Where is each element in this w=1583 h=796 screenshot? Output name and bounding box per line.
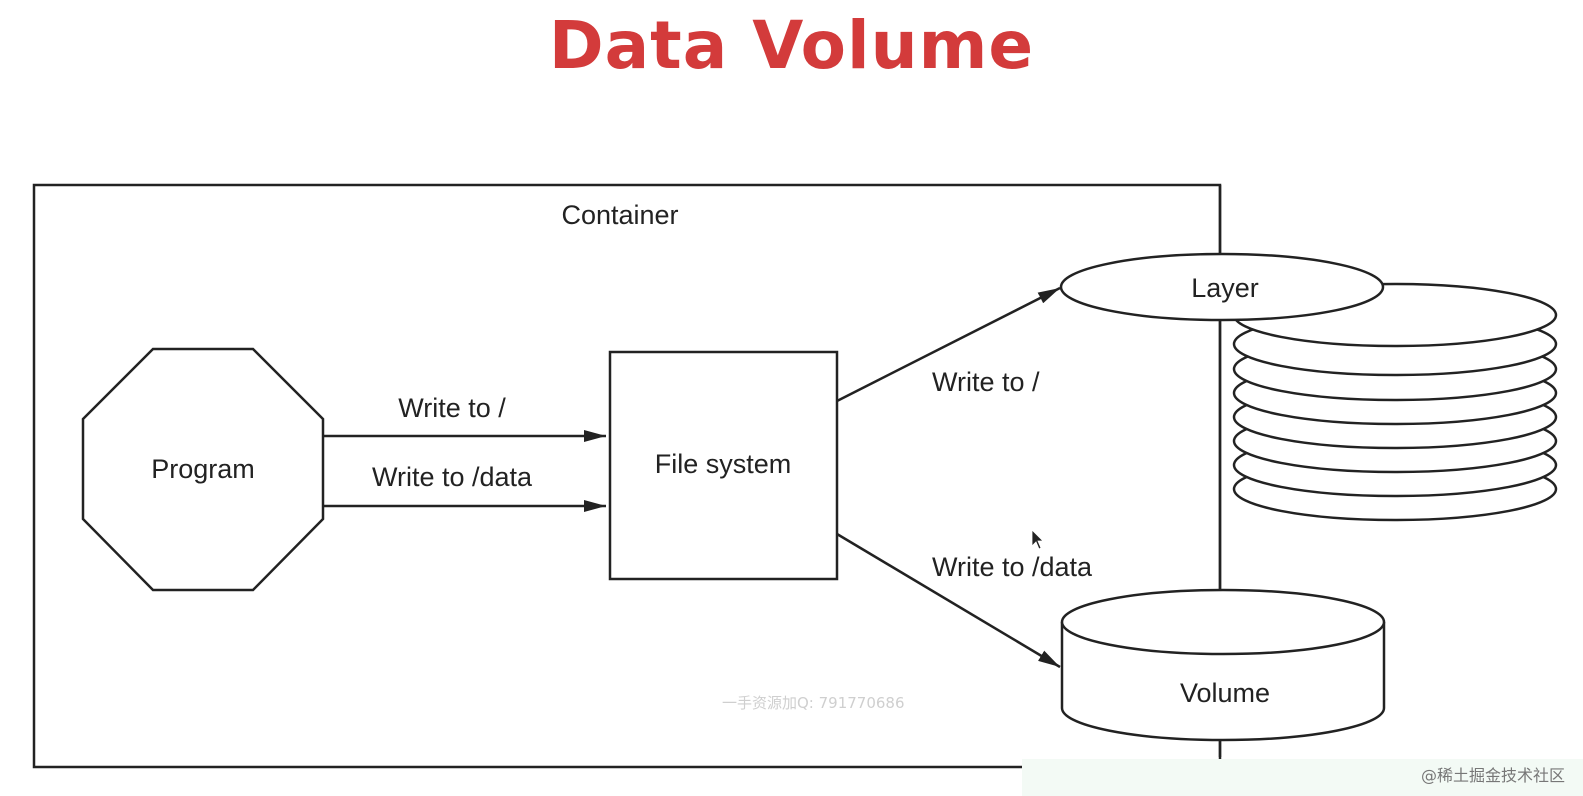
page-title: Data Volume [548,7,1035,84]
filesystem-label: File system [655,449,792,479]
edge-label-program-root: Write to / [398,393,506,423]
mouse-cursor-icon [1031,529,1044,550]
volume-cylinder [1060,588,1386,742]
arrow-fs-to-layer [836,286,1061,403]
layer-stack [1232,282,1558,522]
program-octagon [81,347,325,592]
filesystem-box [608,350,839,581]
footer-band [1022,759,1583,796]
program-label: Program [151,454,255,484]
credit-text: @稀土掘金技术社区 [1420,766,1565,785]
layer-label: Layer [1191,273,1259,303]
edge-label-fs-layer: Write to / [932,367,1040,397]
edge-label-fs-volume: Write to /data [932,552,1093,582]
volume-label: Volume [1180,678,1270,708]
edge-label-program-data: Write to /data [372,462,533,492]
watermark-text: 一手资源加Q: 791770686 [722,694,905,712]
layer-ellipse [1059,252,1385,322]
arrow-fs-to-volume [836,532,1061,669]
container-label: Container [561,200,678,230]
